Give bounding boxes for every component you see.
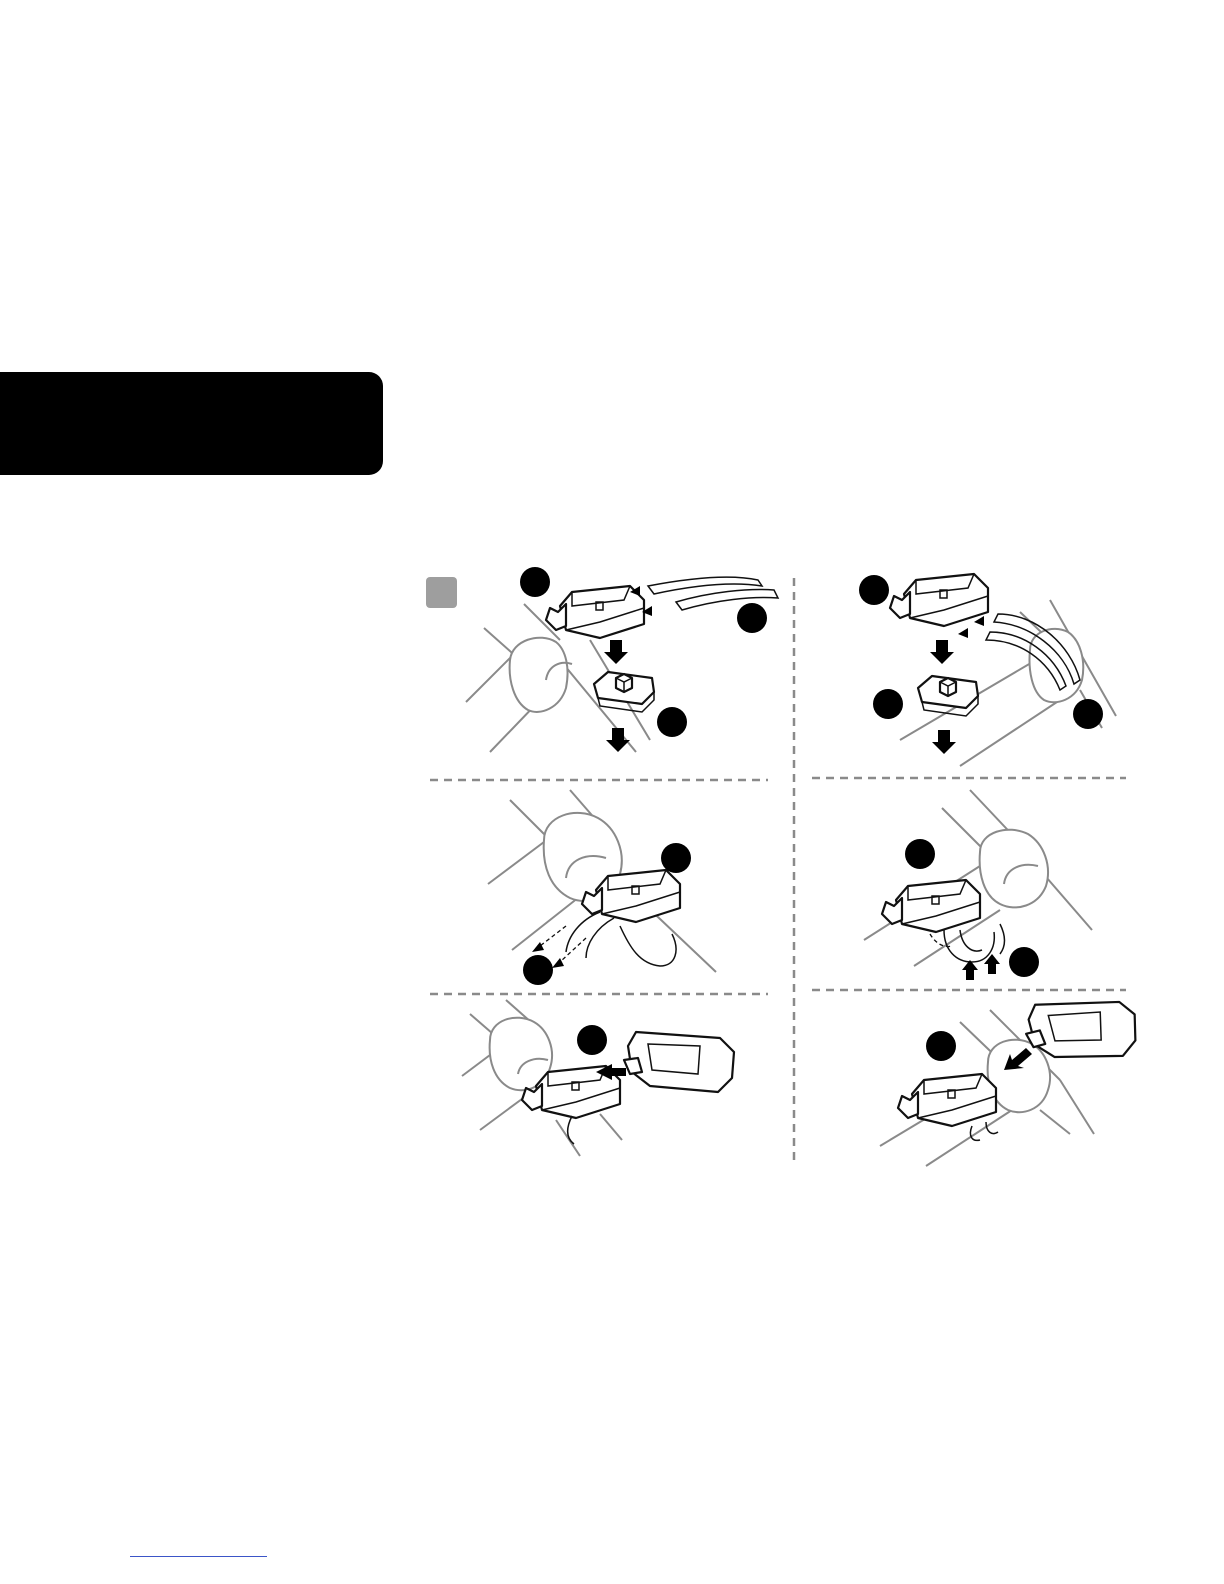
panel-bottom-right	[880, 995, 1139, 1166]
mount-base-icon	[898, 1074, 996, 1126]
mount-base-icon	[546, 586, 644, 638]
panel-top-left	[466, 567, 778, 752]
step-badge	[520, 567, 550, 597]
up-arrow-icon	[962, 960, 978, 980]
mount-bracket-icon	[594, 672, 654, 712]
step-badge	[657, 707, 687, 737]
step-badge	[1009, 947, 1039, 977]
step-badge	[737, 603, 767, 633]
step-badge	[523, 955, 553, 985]
zip-tie-icon	[944, 924, 1005, 962]
step-badge	[859, 575, 889, 605]
step-badge	[577, 1025, 607, 1055]
down-left-arrow-icon	[552, 958, 564, 968]
left-arrow-icon	[974, 616, 984, 626]
zip-tie-icon	[566, 912, 676, 966]
down-arrow-icon	[606, 728, 630, 752]
panel-middle-left	[488, 790, 716, 985]
mount-base-icon	[890, 574, 988, 626]
handlebar-pipe	[510, 638, 568, 712]
panel-bottom-left	[462, 1000, 734, 1156]
down-arrow-icon	[930, 640, 954, 664]
step-badge	[661, 843, 691, 873]
down-arrow-icon	[932, 730, 956, 754]
step-badge	[905, 839, 935, 869]
step-badge	[1073, 699, 1103, 729]
down-arrow-icon	[604, 640, 628, 664]
mount-base-icon	[882, 880, 980, 932]
device-icon	[624, 1032, 734, 1092]
step-badge	[873, 689, 903, 719]
mount-bracket-icon	[918, 676, 978, 716]
panel-middle-right	[864, 790, 1092, 980]
panel-top-right	[859, 574, 1116, 766]
step-badge	[926, 1031, 956, 1061]
left-arrow-icon	[958, 628, 968, 638]
